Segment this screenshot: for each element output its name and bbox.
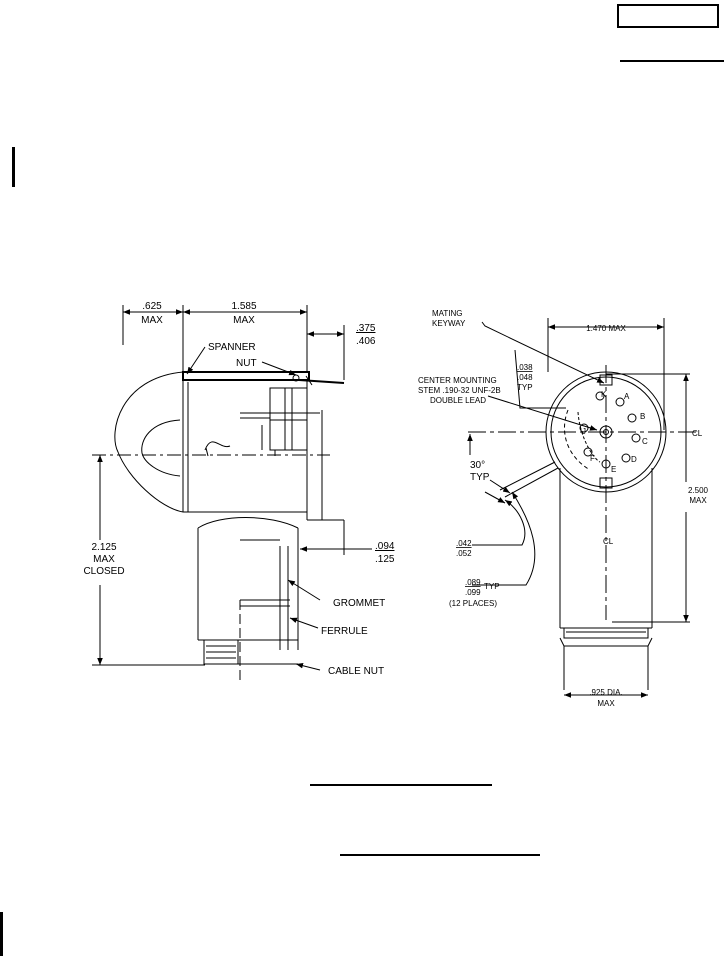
center-mounting-line3: DOUBLE LEAD — [430, 396, 486, 405]
margin-bar-top — [12, 147, 15, 187]
spanner-label: SPANNER — [208, 342, 256, 353]
mating-keyway-line2: KEYWAY — [432, 319, 466, 328]
dim-side-upper: .094 — [375, 541, 395, 552]
front-view-labels: MATING KEYWAY 1.470 MAX .038 .048 TYP CE… — [418, 309, 709, 708]
dim-side-lower: .125 — [375, 554, 395, 565]
header-rule — [620, 60, 724, 62]
pin-gap-upper: .042 — [456, 539, 472, 548]
ferrule-label: FERRULE — [321, 626, 368, 637]
dim-top-mid-note: MAX — [233, 315, 255, 326]
grommet-label: GROMMET — [333, 598, 385, 609]
mating-keyway-line1: MATING — [432, 309, 463, 318]
pin-label-j: J — [582, 427, 586, 436]
keyway-dim-lower: .048 — [517, 373, 533, 382]
keyway-dim-upper: .038 — [517, 363, 533, 372]
pin-label-f: F — [590, 454, 595, 463]
body-dia-note: MAX — [597, 699, 615, 708]
pin-label-c: C — [642, 437, 648, 446]
cable-nut-label: CABLE NUT — [328, 666, 384, 677]
side-view-labels: .625 MAX 1.585 MAX .375 .406 SPANNER NUT… — [83, 301, 394, 677]
dim-height-line3: CLOSED — [83, 566, 124, 577]
dim-top-mid-value: 1.585 — [231, 301, 256, 312]
pin-label-b: B — [640, 412, 645, 421]
dim-width-label: 1.470 MAX — [586, 324, 626, 333]
centerline-label-v: CL — [603, 537, 614, 546]
centerline-label-h: CL — [692, 429, 703, 438]
keyway-dim-note: TYP — [517, 383, 533, 392]
dim-top-left-note: MAX — [141, 315, 163, 326]
title-stamp-box — [617, 4, 719, 28]
angle-note: TYP — [470, 472, 490, 483]
pin-dia-lower: .099 — [465, 588, 481, 597]
dim-height-note-right: MAX — [689, 496, 707, 505]
caption-rule-1 — [310, 784, 492, 786]
dim-height-line2: MAX — [93, 554, 115, 565]
dim-top-right-lower: .406 — [356, 336, 376, 347]
dim-top-left-value: .625 — [142, 301, 162, 312]
center-mounting-line1: CENTER MOUNTING — [418, 376, 497, 385]
dim-height-value: 2.125 — [91, 542, 116, 553]
caption-rule-2 — [340, 854, 540, 856]
dim-height-value-right: 2.500 — [688, 486, 709, 495]
side-view — [92, 305, 372, 684]
center-mounting-line2: STEM .190-32 UNF-2B — [418, 386, 501, 395]
dim-top-right-upper: .375 — [356, 323, 376, 334]
body-dia-value: .925 DIA. — [589, 688, 622, 697]
pin-dia-note: TYP — [484, 582, 500, 591]
pin-gap-lower: .052 — [456, 549, 472, 558]
pin-dia-upper: .089 — [465, 578, 481, 587]
pin-label-d: D — [631, 455, 637, 464]
pin-label-k: K — [601, 390, 607, 399]
nut-label: NUT — [236, 358, 257, 369]
pin-label-e: E — [611, 465, 616, 474]
pin-label-a: A — [624, 392, 630, 401]
front-view — [467, 318, 700, 698]
angle-value: 30° — [470, 460, 485, 471]
pin-dia-places: (12 PLACES) — [449, 599, 497, 608]
margin-bar-bottom — [0, 912, 3, 956]
